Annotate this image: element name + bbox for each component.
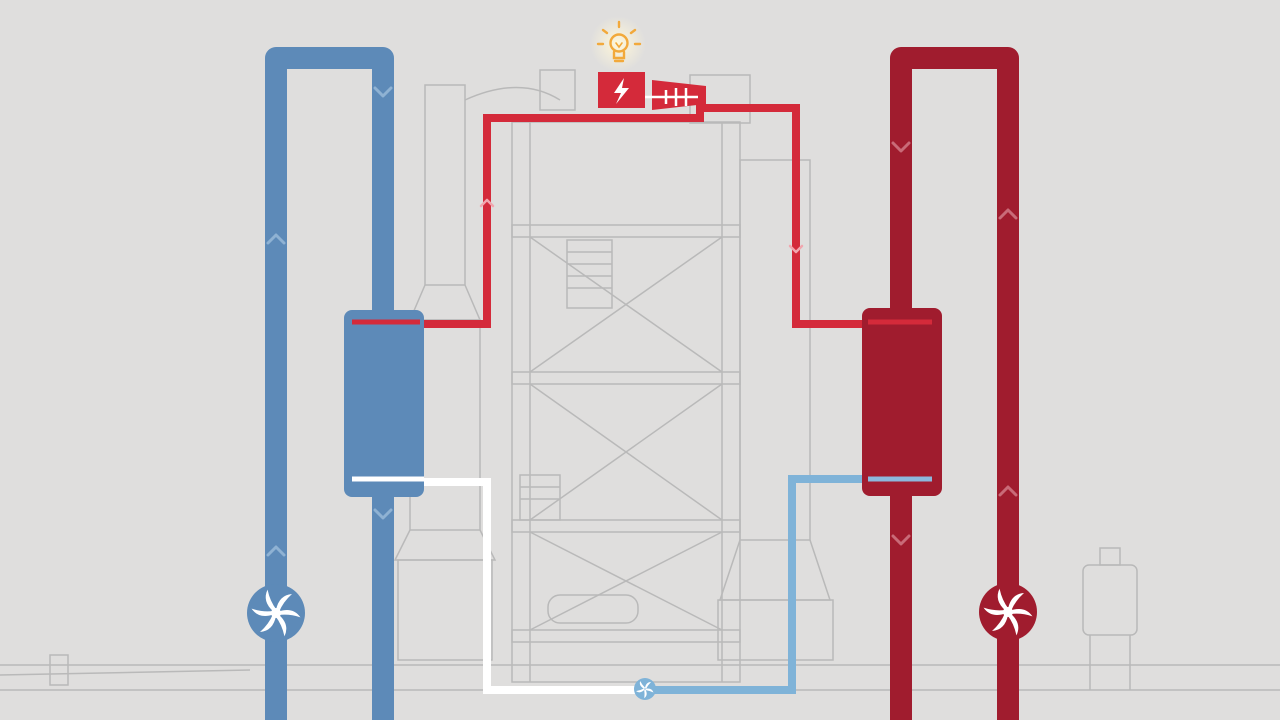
- chevron-icon: [373, 508, 393, 520]
- chevron-icon: [891, 534, 911, 546]
- blueprint-background: [0, 69, 1280, 691]
- lightbulb: [590, 16, 646, 72]
- chevron-icon: [998, 208, 1018, 220]
- power-unit: [598, 72, 706, 110]
- vapour-line: [424, 104, 862, 328]
- lightbulb-icon: [596, 20, 642, 63]
- chevron-icon: [266, 545, 286, 557]
- liquid-line-pumped: [645, 475, 862, 694]
- flow-chevrons: [266, 86, 393, 557]
- liquid-line-cold: [424, 478, 645, 694]
- turbine-icon: [645, 88, 698, 106]
- chevron-icon: [266, 233, 286, 245]
- pump-icon: [983, 588, 1033, 636]
- lightning-bolt-icon: [614, 78, 629, 104]
- hot-loop-pump: [979, 583, 1037, 641]
- chevron-icon: [479, 198, 495, 208]
- pump-icon: [251, 589, 301, 637]
- chevron-icon: [891, 141, 911, 153]
- evaporator-tubes: [868, 319, 932, 482]
- working-fluid-pump: [634, 678, 656, 700]
- chevron-icon: [373, 86, 393, 98]
- working-fluid-circuit: [424, 104, 862, 694]
- pump-icon: [636, 681, 654, 699]
- chevron-icon: [998, 485, 1018, 497]
- cold-loop-pump: [247, 584, 305, 642]
- condenser-tubes: [352, 319, 424, 482]
- chevron-icon: [788, 244, 804, 254]
